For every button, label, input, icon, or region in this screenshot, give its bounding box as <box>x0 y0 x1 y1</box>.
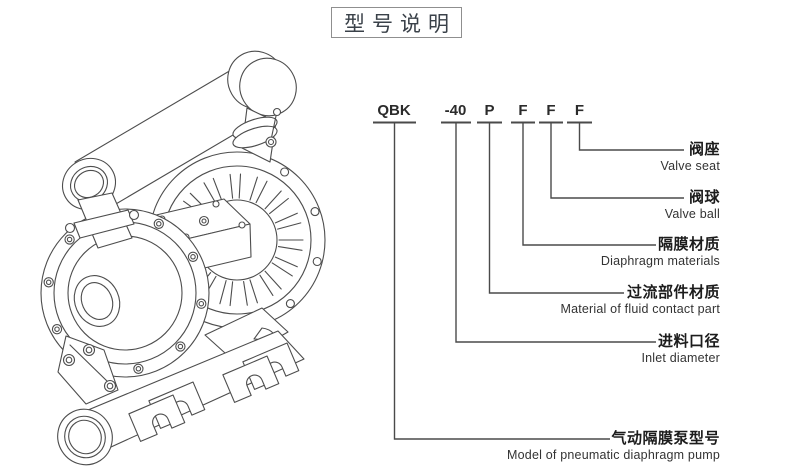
leader-valve-ball <box>550 122 684 199</box>
pump-feet <box>128 342 300 442</box>
label-valve-seat: 阀座 Valve seat <box>661 141 720 174</box>
label-pump-model-en: Model of pneumatic diaphragm pump <box>507 448 720 462</box>
model-code-segment-valve-seat: F <box>574 102 585 119</box>
section-title-box: 型号说明 <box>331 7 462 38</box>
pump-left-arm <box>57 335 119 405</box>
model-code-segment-diaphragm: F <box>518 102 528 119</box>
label-valve-seat-zh: 阀座 <box>688 141 720 158</box>
label-inlet-diameter: 进料口径 Inlet diameter <box>641 333 720 366</box>
leader-valve-seat <box>578 122 684 151</box>
label-pump-model: 气动隔膜泵型号 Model of pneumatic diaphragm pum… <box>507 430 720 463</box>
model-code-segment-valve-ball: F <box>546 102 556 119</box>
label-valve-ball-zh: 阀球 <box>688 189 720 206</box>
label-inlet-diameter-en: Inlet diameter <box>641 351 720 365</box>
label-valve-ball-en: Valve ball <box>664 207 720 221</box>
section-title: 型号说明 <box>344 11 456 36</box>
label-fluid-contact-material: 过流部件材质 Material of fluid contact part <box>560 284 720 317</box>
label-pump-model-zh: 气动隔膜泵型号 <box>611 430 720 447</box>
pump-front-housing <box>40 208 210 378</box>
pump-line-drawing <box>40 50 326 466</box>
model-code-segment-qbk: QBK <box>377 102 411 119</box>
leader-inlet <box>455 122 656 343</box>
model-code-segment-size: -40 <box>444 102 467 119</box>
label-diaphragm-materials-en: Diaphragm materials <box>600 254 720 268</box>
label-fluid-contact-material-en: Material of fluid contact part <box>560 302 720 316</box>
leader-lines <box>393 122 684 440</box>
leader-diaphragm <box>522 122 656 246</box>
pump-left-neck <box>64 192 140 249</box>
model-code-segment-body-material: P <box>484 102 495 119</box>
label-valve-ball: 阀球 Valve ball <box>665 189 720 222</box>
label-fluid-contact-material-zh: 过流部件材质 <box>626 284 720 301</box>
label-valve-seat-en: Valve seat <box>660 159 720 173</box>
label-diaphragm-materials-zh: 隔膜材质 <box>657 236 720 253</box>
label-diaphragm-materials: 隔膜材质 Diaphragm materials <box>601 236 720 269</box>
leader-model <box>393 122 610 440</box>
pump-right-connector <box>232 107 282 163</box>
leader-fluid-material <box>488 122 624 294</box>
label-inlet-diameter-zh: 进料口径 <box>657 333 720 350</box>
